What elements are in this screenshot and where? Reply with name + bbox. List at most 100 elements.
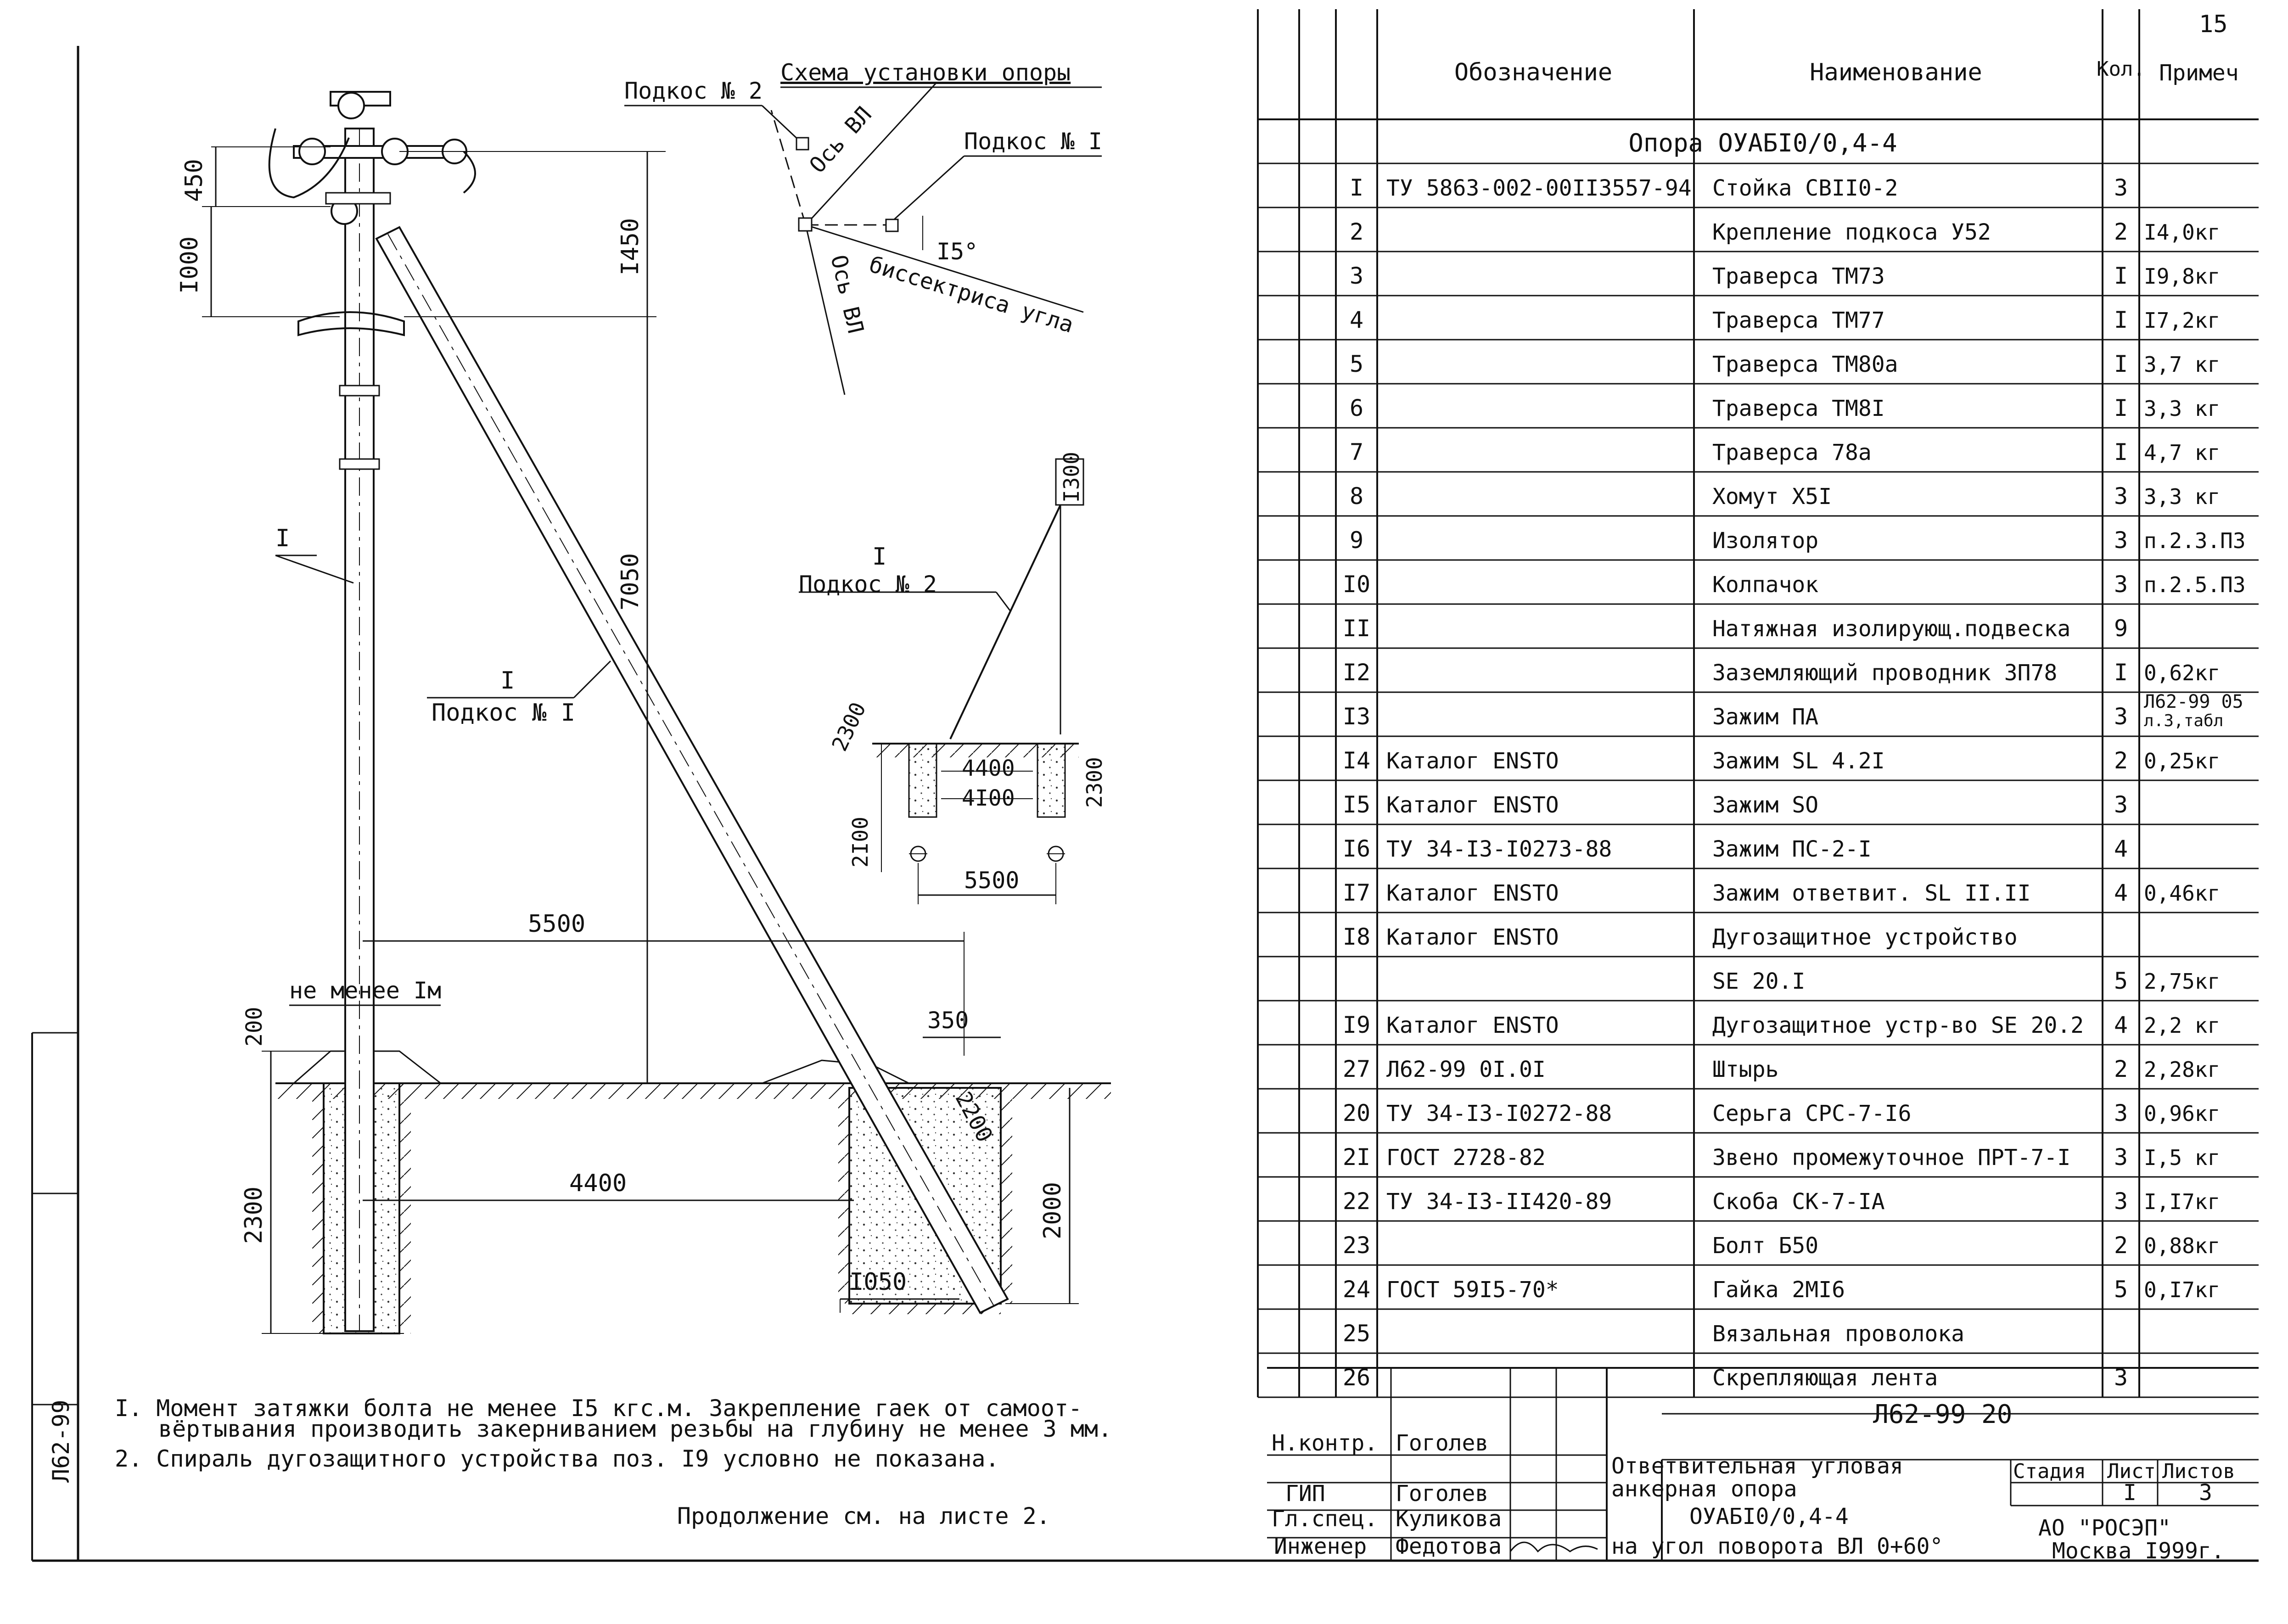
row-qty: 3 (2114, 1100, 2128, 1126)
row-qty: 3 (2114, 703, 2128, 730)
row-designation: Каталог ENSTO (1386, 1013, 1559, 1038)
row-name: Изолятор (1712, 528, 1818, 554)
strut1-pos-label: I (500, 667, 515, 694)
title-line-1: Ответвительная угловая (1611, 1453, 1903, 1479)
sheet-value: I (2123, 1480, 2137, 1506)
row-qty: 3 (2114, 571, 2128, 598)
row-name: Траверса ТМ8I (1712, 396, 1885, 421)
row-note: 3,7 кг (2144, 352, 2220, 377)
row-name: Натяжная изолирующ.подвеска (1712, 616, 2070, 642)
title-line-4: на угол поворота ВЛ 0+60° (1611, 1534, 1943, 1559)
row-note: 3,3 кг (2144, 484, 2220, 509)
note-line-3: 2. Спираль дугозащитного устройства поз.… (115, 1445, 999, 1472)
row-designation: Каталог ENSTO (1386, 748, 1559, 774)
row-designation: ТУ 34-I3-II420-89 (1386, 1189, 1612, 1215)
row-name: Стойка СВII0-2 (1712, 175, 1898, 201)
row-note: 2,2 кг (2144, 1013, 2220, 1038)
insulator-icon (298, 138, 326, 165)
row-qty: I (2114, 351, 2128, 377)
row-designation: Каталог ENSTO (1386, 924, 1559, 950)
scheme-strut2-label: Подкос № 2 (624, 78, 763, 104)
row-name: Скоба СК-7-IА (1712, 1189, 1885, 1215)
row-position: I0 (1343, 571, 1370, 598)
strut-1 (375, 226, 1009, 1314)
row-qty: 2 (2114, 1056, 2128, 1082)
row-qty: 4 (2114, 879, 2128, 906)
dim-350: 350 (927, 1007, 969, 1034)
role-name: Гоголев (1396, 1430, 1488, 1456)
row-qty: 3 (2114, 791, 2128, 818)
role-label: Н.контр. (1272, 1430, 1378, 1456)
row-designation: ТУ 34-I3-I0273-88 (1386, 836, 1612, 862)
row-name: Болт Б50 (1712, 1233, 1818, 1259)
dim-7050: 7050 (617, 553, 644, 610)
row-name: Крепление подкоса У52 (1712, 219, 1991, 245)
row-qty: I (2114, 307, 2128, 333)
row-qty: 3 (2114, 527, 2128, 554)
row-note: 0,25кг (2144, 749, 2220, 773)
row-position: 8 (1350, 483, 1363, 510)
row-designation: Каталог ENSTO (1386, 792, 1559, 818)
row-note: 0,88кг (2144, 1233, 2220, 1258)
row-position: 24 (1343, 1276, 1370, 1303)
row-position: I2 (1343, 659, 1370, 686)
row-position: 23 (1343, 1232, 1370, 1259)
row-designation: ГОСТ 59I5-70* (1386, 1277, 1559, 1303)
insulator-icon (337, 92, 365, 119)
row-qty: I (2114, 395, 2128, 421)
scheme-title: Схема установки опоры (780, 59, 1071, 86)
row-name: Траверса ТМ73 (1712, 263, 1885, 289)
title-line-2: анкерная опора (1611, 1476, 1797, 1502)
sheet-frame: Л62-99 15 (31, 11, 2259, 1562)
row-position: 9 (1350, 527, 1363, 554)
page-number: 15 (2199, 11, 2228, 38)
line-axis-2 (805, 224, 846, 395)
plan-dim-1300: I300 (1059, 452, 1084, 503)
row-position: 25 (1343, 1320, 1370, 1347)
row-position: I8 (1343, 924, 1370, 950)
row-qty: 4 (2114, 1012, 2128, 1038)
row-qty: 4 (2114, 835, 2128, 862)
scheme-axis2: Ось ВЛ (825, 252, 869, 336)
dim-1450: I450 (617, 218, 644, 275)
title-line-3: ОУАБI0/0,4-4 (1689, 1504, 1849, 1529)
scheme-angle: I5° (937, 238, 978, 265)
row-note: I7,2кг (2144, 308, 2220, 333)
row-note: 2,75кг (2144, 969, 2220, 994)
role-label: ГИП (1285, 1481, 1325, 1506)
row-designation: Л62-99 0I.0I (1386, 1057, 1546, 1082)
role-name: Куликова (1396, 1506, 1502, 1532)
installation-scheme: Схема установки опоры Подкос № 2 Подкос … (624, 59, 1102, 395)
row-note: 3,3 кг (2144, 396, 2220, 421)
plan-dim-4400: 4400 (962, 756, 1015, 781)
row-designation: ТУ 5863-002-00II3557-94 (1386, 175, 1692, 201)
row-position: 22 (1343, 1188, 1370, 1215)
row-qty: 3 (2114, 1188, 2128, 1215)
row-position: II (1343, 615, 1370, 642)
doc-code: Л62-99 20 (1873, 1400, 2012, 1429)
plan-pos-label: I (872, 543, 886, 571)
row-position: 6 (1350, 395, 1363, 421)
row-position: I3 (1343, 703, 1370, 730)
row-name: Звено промежуточное ПРТ-7-I (1712, 1145, 2070, 1170)
plan-strut2-label: Подкос № 2 (799, 571, 937, 598)
row-note: 2,28кг (2144, 1057, 2220, 1082)
row-qty: 3 (2114, 1144, 2128, 1170)
row-designation: ГОСТ 2728-82 (1386, 1145, 1546, 1170)
row-qty: 2 (2114, 218, 2128, 245)
sheet-label: Лист (2107, 1460, 2156, 1483)
section-title: Опора ОУАБI0/0,4-4 (1628, 129, 1897, 157)
row-note: 4,7 кг (2144, 440, 2220, 465)
row-position: 27 (1343, 1056, 1370, 1082)
row-name: Зажим ответвит. SL II.II (1712, 880, 2031, 906)
row-name: Штырь (1712, 1057, 1779, 1082)
signature-icon (1509, 1541, 1598, 1553)
mound-right (762, 1059, 909, 1084)
row-position: 2 (1350, 218, 1363, 245)
row-name: Хомут Х5I (1712, 484, 1832, 510)
row-name: Траверса ТМ77 (1712, 308, 1885, 333)
row-position: I4 (1343, 747, 1370, 774)
strut-clamp (297, 311, 405, 336)
